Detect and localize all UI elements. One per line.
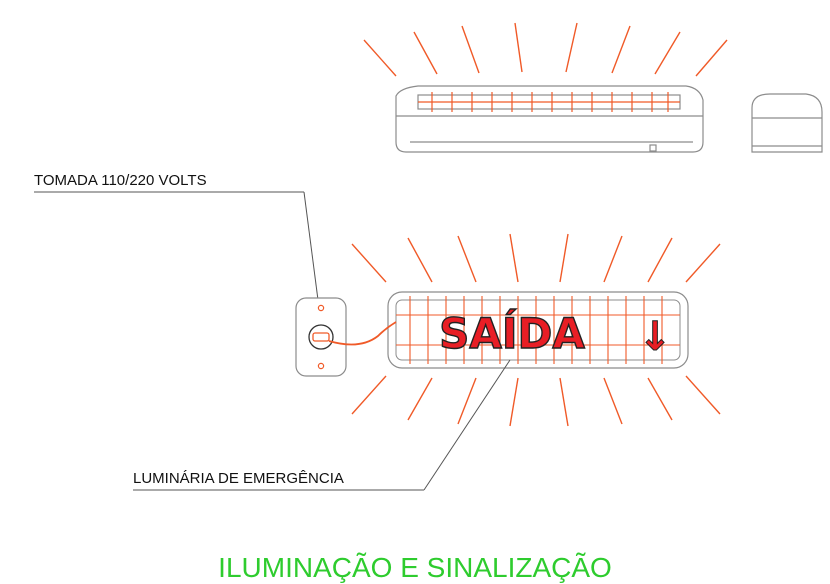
outlet-label: TOMADA 110/220 VOLTS xyxy=(34,172,207,189)
top-luminaire-front xyxy=(395,85,704,153)
diagram-title: ILUMINAÇÃO E SINALIZAÇÃO xyxy=(218,552,612,583)
outlet-leader-line xyxy=(34,191,319,301)
power-cord xyxy=(328,321,397,346)
emergency-sign-grid xyxy=(396,296,680,364)
outlet-icon xyxy=(295,297,347,377)
sign-light-rays xyxy=(351,233,721,427)
luminaire-leader-line xyxy=(133,359,511,491)
sign-arrow-icon: ↓ xyxy=(638,314,672,360)
top-luminaire-grid xyxy=(418,92,680,112)
emergency-light-label: LUMINÁRIA DE EMERGÊNCIA xyxy=(133,470,344,487)
top-light-rays xyxy=(363,22,728,77)
sign-text: SAÍDA xyxy=(439,308,585,358)
emergency-sign-body xyxy=(387,291,689,369)
top-luminaire-side xyxy=(751,93,823,153)
